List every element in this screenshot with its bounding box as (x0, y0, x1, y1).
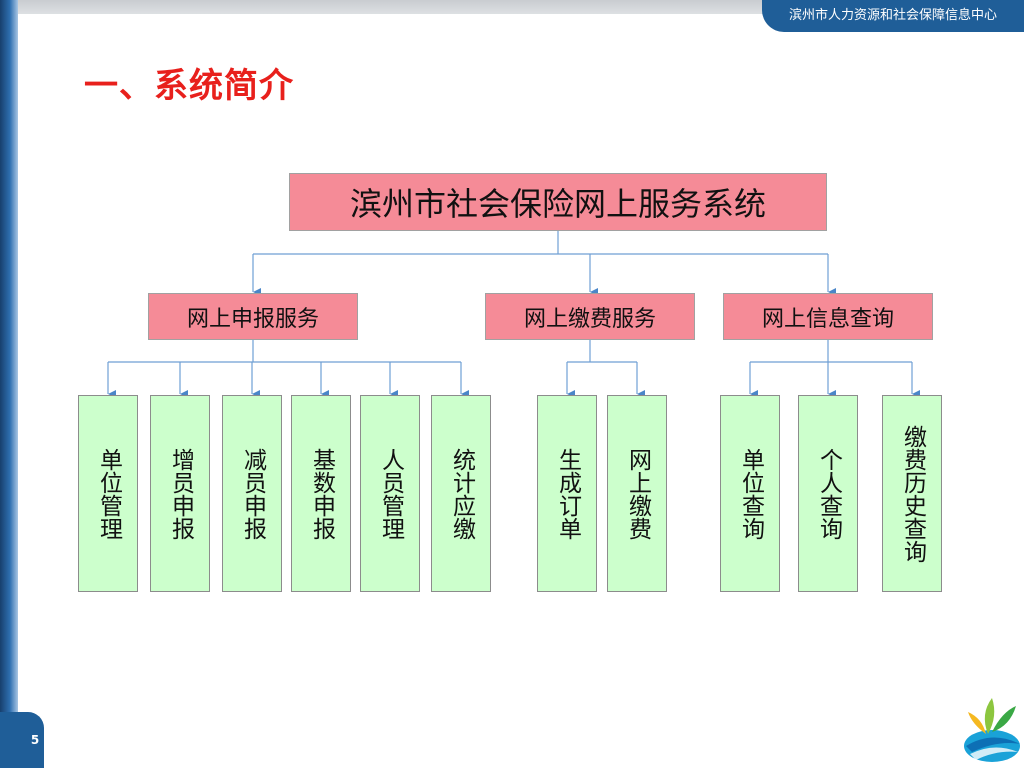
leaf-label: 个人查询 (815, 447, 842, 540)
leaf-label: 生成订单 (554, 447, 581, 540)
logo-icon (964, 698, 1020, 762)
root-node: 滨州市社会保险网上服务系统 (289, 173, 827, 231)
group-node-payment: 网上缴费服务 (485, 293, 695, 340)
leaf-label: 网上缴费 (624, 447, 651, 540)
group-node-query: 网上信息查询 (723, 293, 933, 340)
leaf-label: 缴费历史查询 (899, 424, 926, 563)
leaf-node: 统计应缴 (431, 395, 491, 592)
leaf-node: 人员管理 (360, 395, 420, 592)
leaf-node: 增员申报 (150, 395, 210, 592)
leaf-node: 单位管理 (78, 395, 138, 592)
leaf-label: 人员管理 (377, 447, 404, 540)
leaf-node: 个人查询 (798, 395, 858, 592)
leaf-node: 基数申报 (291, 395, 351, 592)
slide-title: 一、系统简介 (84, 66, 294, 106)
page-number: 5 (0, 712, 44, 768)
org-name-tab: 滨州市人力资源和社会保障信息中心 (762, 0, 1024, 32)
leaf-node: 单位查询 (720, 395, 780, 592)
leaf-label: 减员申报 (239, 447, 266, 540)
leaf-label: 单位查询 (737, 447, 764, 540)
leaf-label: 统计应缴 (448, 447, 475, 540)
leaf-label: 基数申报 (308, 447, 335, 540)
leaf-node: 减员申报 (222, 395, 282, 592)
leaf-node: 网上缴费 (607, 395, 667, 592)
leaf-label: 增员申报 (167, 447, 194, 540)
leaf-label: 单位管理 (95, 447, 122, 540)
leaf-node: 缴费历史查询 (882, 395, 942, 592)
leaf-node: 生成订单 (537, 395, 597, 592)
group-node-declaration: 网上申报服务 (148, 293, 358, 340)
left-decor-bar (0, 0, 18, 768)
